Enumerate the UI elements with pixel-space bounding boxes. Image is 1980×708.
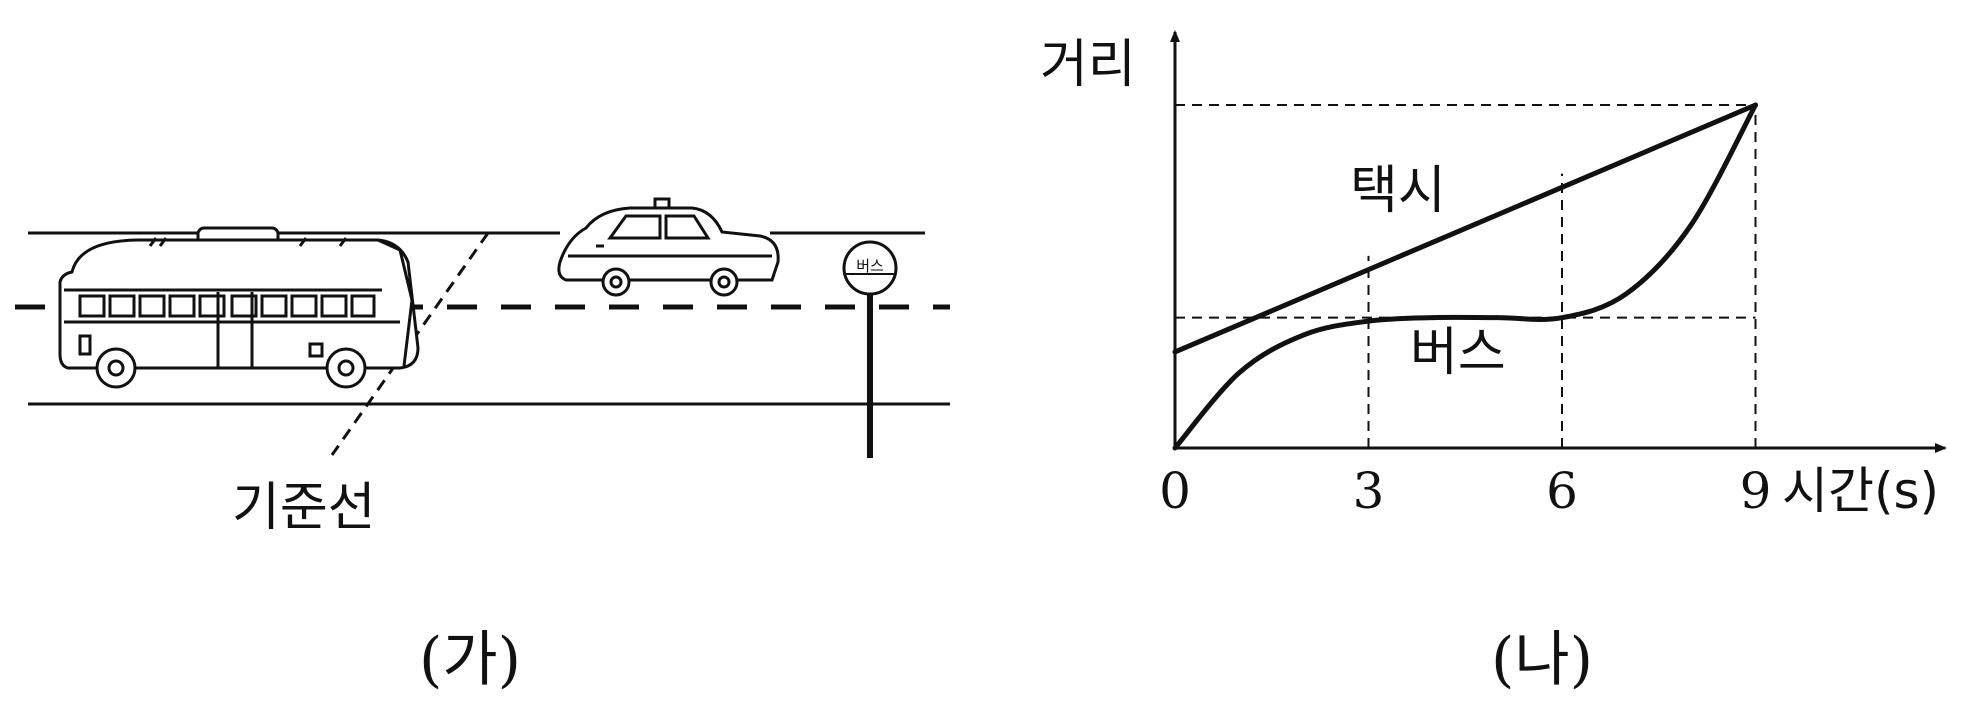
bus-illustration xyxy=(58,226,420,389)
caption-na: (나) xyxy=(1491,625,1593,695)
bus-series-line xyxy=(1172,102,1758,451)
y-axis-label: 거리 xyxy=(1040,35,1136,95)
baseline-label: 기준선 xyxy=(232,478,376,538)
guide-lines xyxy=(1175,104,1757,448)
series-lines xyxy=(1172,102,1758,451)
caption-ga: (가) xyxy=(419,625,521,695)
x-tick-label: 9 xyxy=(1740,462,1772,520)
x-tick-label: 3 xyxy=(1353,462,1385,520)
x-tick-label: 0 xyxy=(1159,462,1191,520)
taxi-series-label: 택시 xyxy=(1350,161,1446,221)
x-tick-labels: 0 3 6 9 xyxy=(1159,462,1771,520)
taxi-illustration xyxy=(557,197,780,297)
bus-series-label: 버스 xyxy=(1410,323,1506,383)
x-tick-label: 6 xyxy=(1546,462,1578,520)
taxi-series-line xyxy=(1172,102,1758,355)
bus-stop-sign-text: 버스 xyxy=(856,257,884,275)
x-axis-label: 시간(s) xyxy=(1782,462,1939,520)
bus-stop-sign: 버스 xyxy=(842,240,898,458)
baseline-line xyxy=(330,232,490,456)
